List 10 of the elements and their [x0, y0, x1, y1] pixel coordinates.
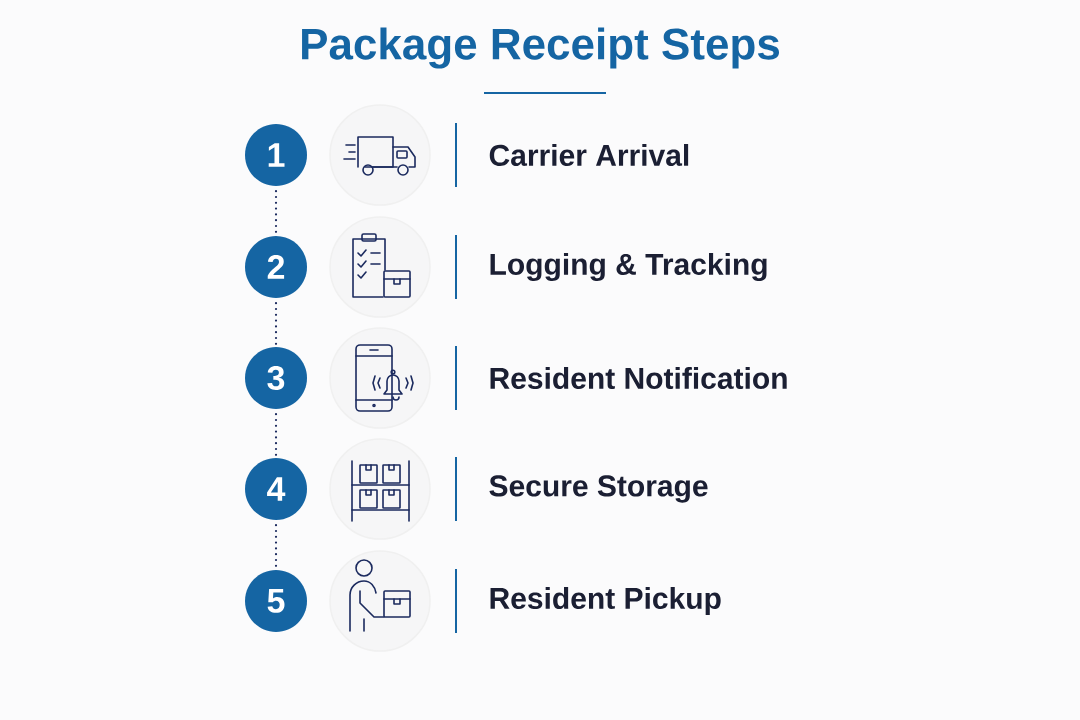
step-label: Secure Storage	[489, 475, 708, 503]
step-label: Resident Pickup	[490, 587, 721, 615]
dotted-connector	[274, 524, 278, 568]
dotted-connector	[274, 190, 278, 234]
dotted-connector	[274, 413, 278, 456]
dotted-connector	[274, 302, 278, 345]
title: Package Receipt Steps	[302, 27, 779, 69]
step-label: Logging & Tracking	[490, 252, 767, 282]
step-label: Resident Notification	[490, 367, 787, 389]
step-label: Carrier Arrival	[489, 144, 689, 166]
